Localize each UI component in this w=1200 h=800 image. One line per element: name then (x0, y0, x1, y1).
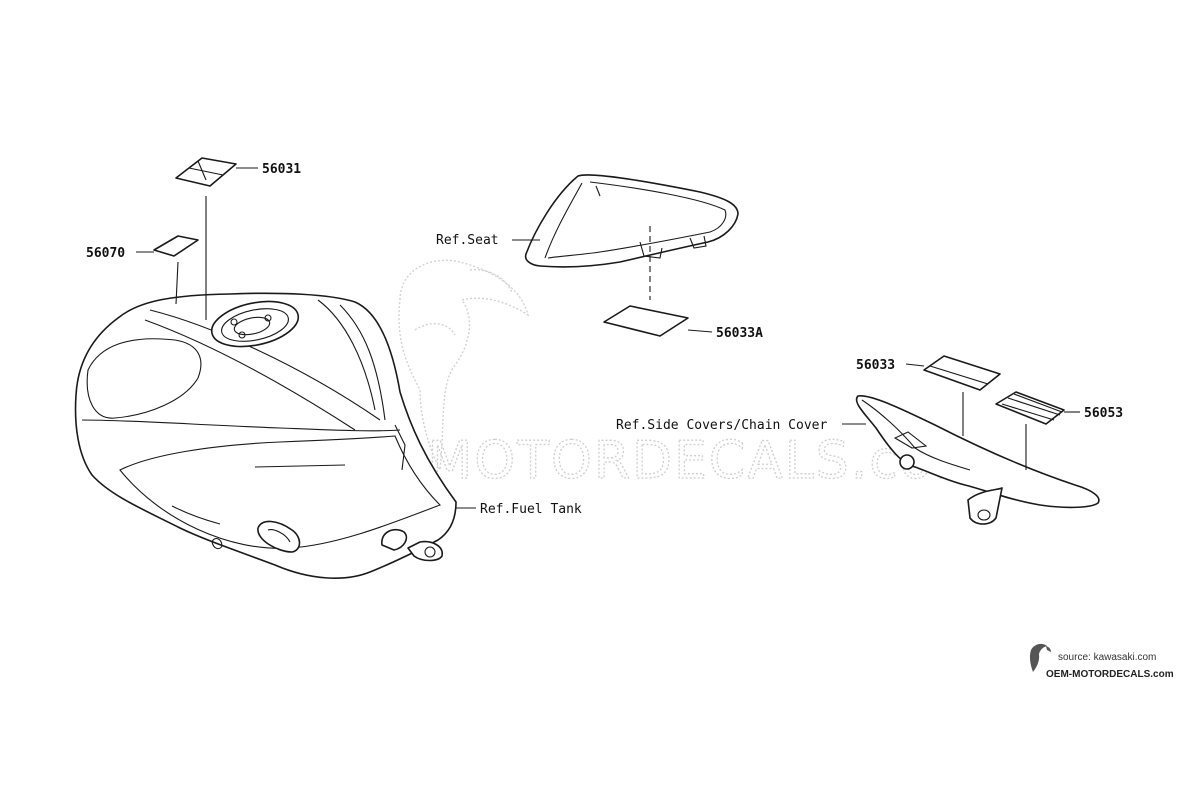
ref-side-covers-label: Ref.Side Covers/Chain Cover (616, 418, 827, 433)
source-credit: source: kawasaki.com OEM-MOTORDECALS.com (1029, 643, 1174, 680)
bird-logo-icon (1029, 643, 1051, 672)
callout-56031: 56031 (262, 162, 301, 177)
side-cover (855, 395, 1100, 525)
callout-56070: 56070 (86, 246, 125, 261)
fuel-tank (74, 292, 457, 579)
decal-56053 (995, 391, 1065, 425)
watermark-bird-logo (398, 259, 530, 473)
decal-56033A (603, 305, 689, 337)
leader-lines (136, 167, 1080, 509)
ref-seat-label: Ref.Seat (436, 233, 499, 248)
source-line: source: kawasaki.com (1058, 652, 1156, 663)
callout-56053: 56053 (1084, 406, 1123, 421)
ref-fuel-tank-label: Ref.Fuel Tank (480, 502, 582, 517)
decal-56031 (175, 157, 237, 187)
decal-56070 (153, 235, 199, 257)
source-site: OEM-MOTORDECALS.com (1046, 669, 1174, 680)
callout-56033: 56033 (856, 358, 895, 373)
decal-56033 (923, 355, 1001, 391)
seat (524, 174, 739, 268)
callout-56033A: 56033A (716, 326, 763, 341)
